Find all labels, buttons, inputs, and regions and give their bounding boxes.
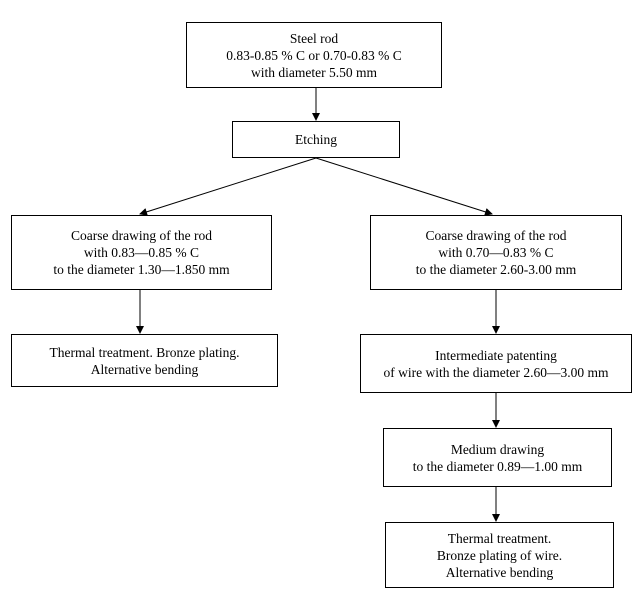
node-coarse-left-line-1: Coarse drawing of the rod [71, 228, 212, 243]
node-medium-drawing: Medium drawing to the diameter 0.89—1.00… [383, 428, 612, 487]
arrow-etching-to-coarse-right [315, 157, 493, 216]
node-patenting-line-2: of wire with the diameter 2.60—3.00 mm [383, 364, 609, 380]
node-thermal-right: Thermal treatment. Bronze plating of wir… [385, 522, 614, 588]
arrow-etching-to-coarse-left [139, 157, 317, 216]
node-etching: Etching [232, 121, 400, 158]
node-coarse-left: Coarse drawing of the rod with 0.83—0.85… [11, 215, 272, 290]
node-medium-drawing-line-1: Medium drawing [450, 441, 545, 457]
node-coarse-right-line-2: with 0.70—0.83 % C [438, 245, 554, 260]
node-patenting: Intermediate patenting of wire with the … [360, 334, 632, 393]
node-thermal-right-line-3: Alternative bending [445, 564, 554, 580]
node-thermal-right-line-2: Bronze plating of wire. [436, 547, 563, 563]
node-thermal-left-line-1: Thermal treatment. Bronze plating. [49, 344, 240, 360]
node-thermal-left: Thermal treatment. Bronze plating. Alter… [11, 334, 278, 387]
node-coarse-left-line-3: to the diameter 1.30—1.850 mm [53, 262, 230, 277]
node-coarse-right: Coarse drawing of the rod with 0.70—0.83… [370, 215, 622, 290]
node-coarse-left-line-2: with 0.83—0.85 % C [83, 245, 200, 260]
node-steel-rod-line-2: 0.83-0.85 % C or 0.70-0.83 % C [226, 47, 402, 63]
node-steel-rod-line-1: Steel rod [289, 30, 339, 46]
node-medium-drawing-line-2: to the diameter 0.89—1.00 mm [412, 458, 583, 474]
node-thermal-right-line-1: Thermal treatment. [447, 530, 552, 546]
node-steel-rod-line-3: with diameter 5.50 mm [251, 64, 377, 80]
node-patenting-line-1: Intermediate patenting [435, 347, 557, 363]
node-steel-rod: Steel rod 0.83-0.85 % C or 0.70-0.83 % C… [186, 22, 442, 88]
node-etching-line-1: Etching [295, 132, 337, 147]
node-thermal-left-line-2: Alternative bending [90, 361, 199, 377]
node-coarse-right-line-3: to the diameter 2.60-3.00 mm [415, 262, 577, 277]
node-coarse-right-line-1: Coarse drawing of the rod [425, 228, 567, 243]
